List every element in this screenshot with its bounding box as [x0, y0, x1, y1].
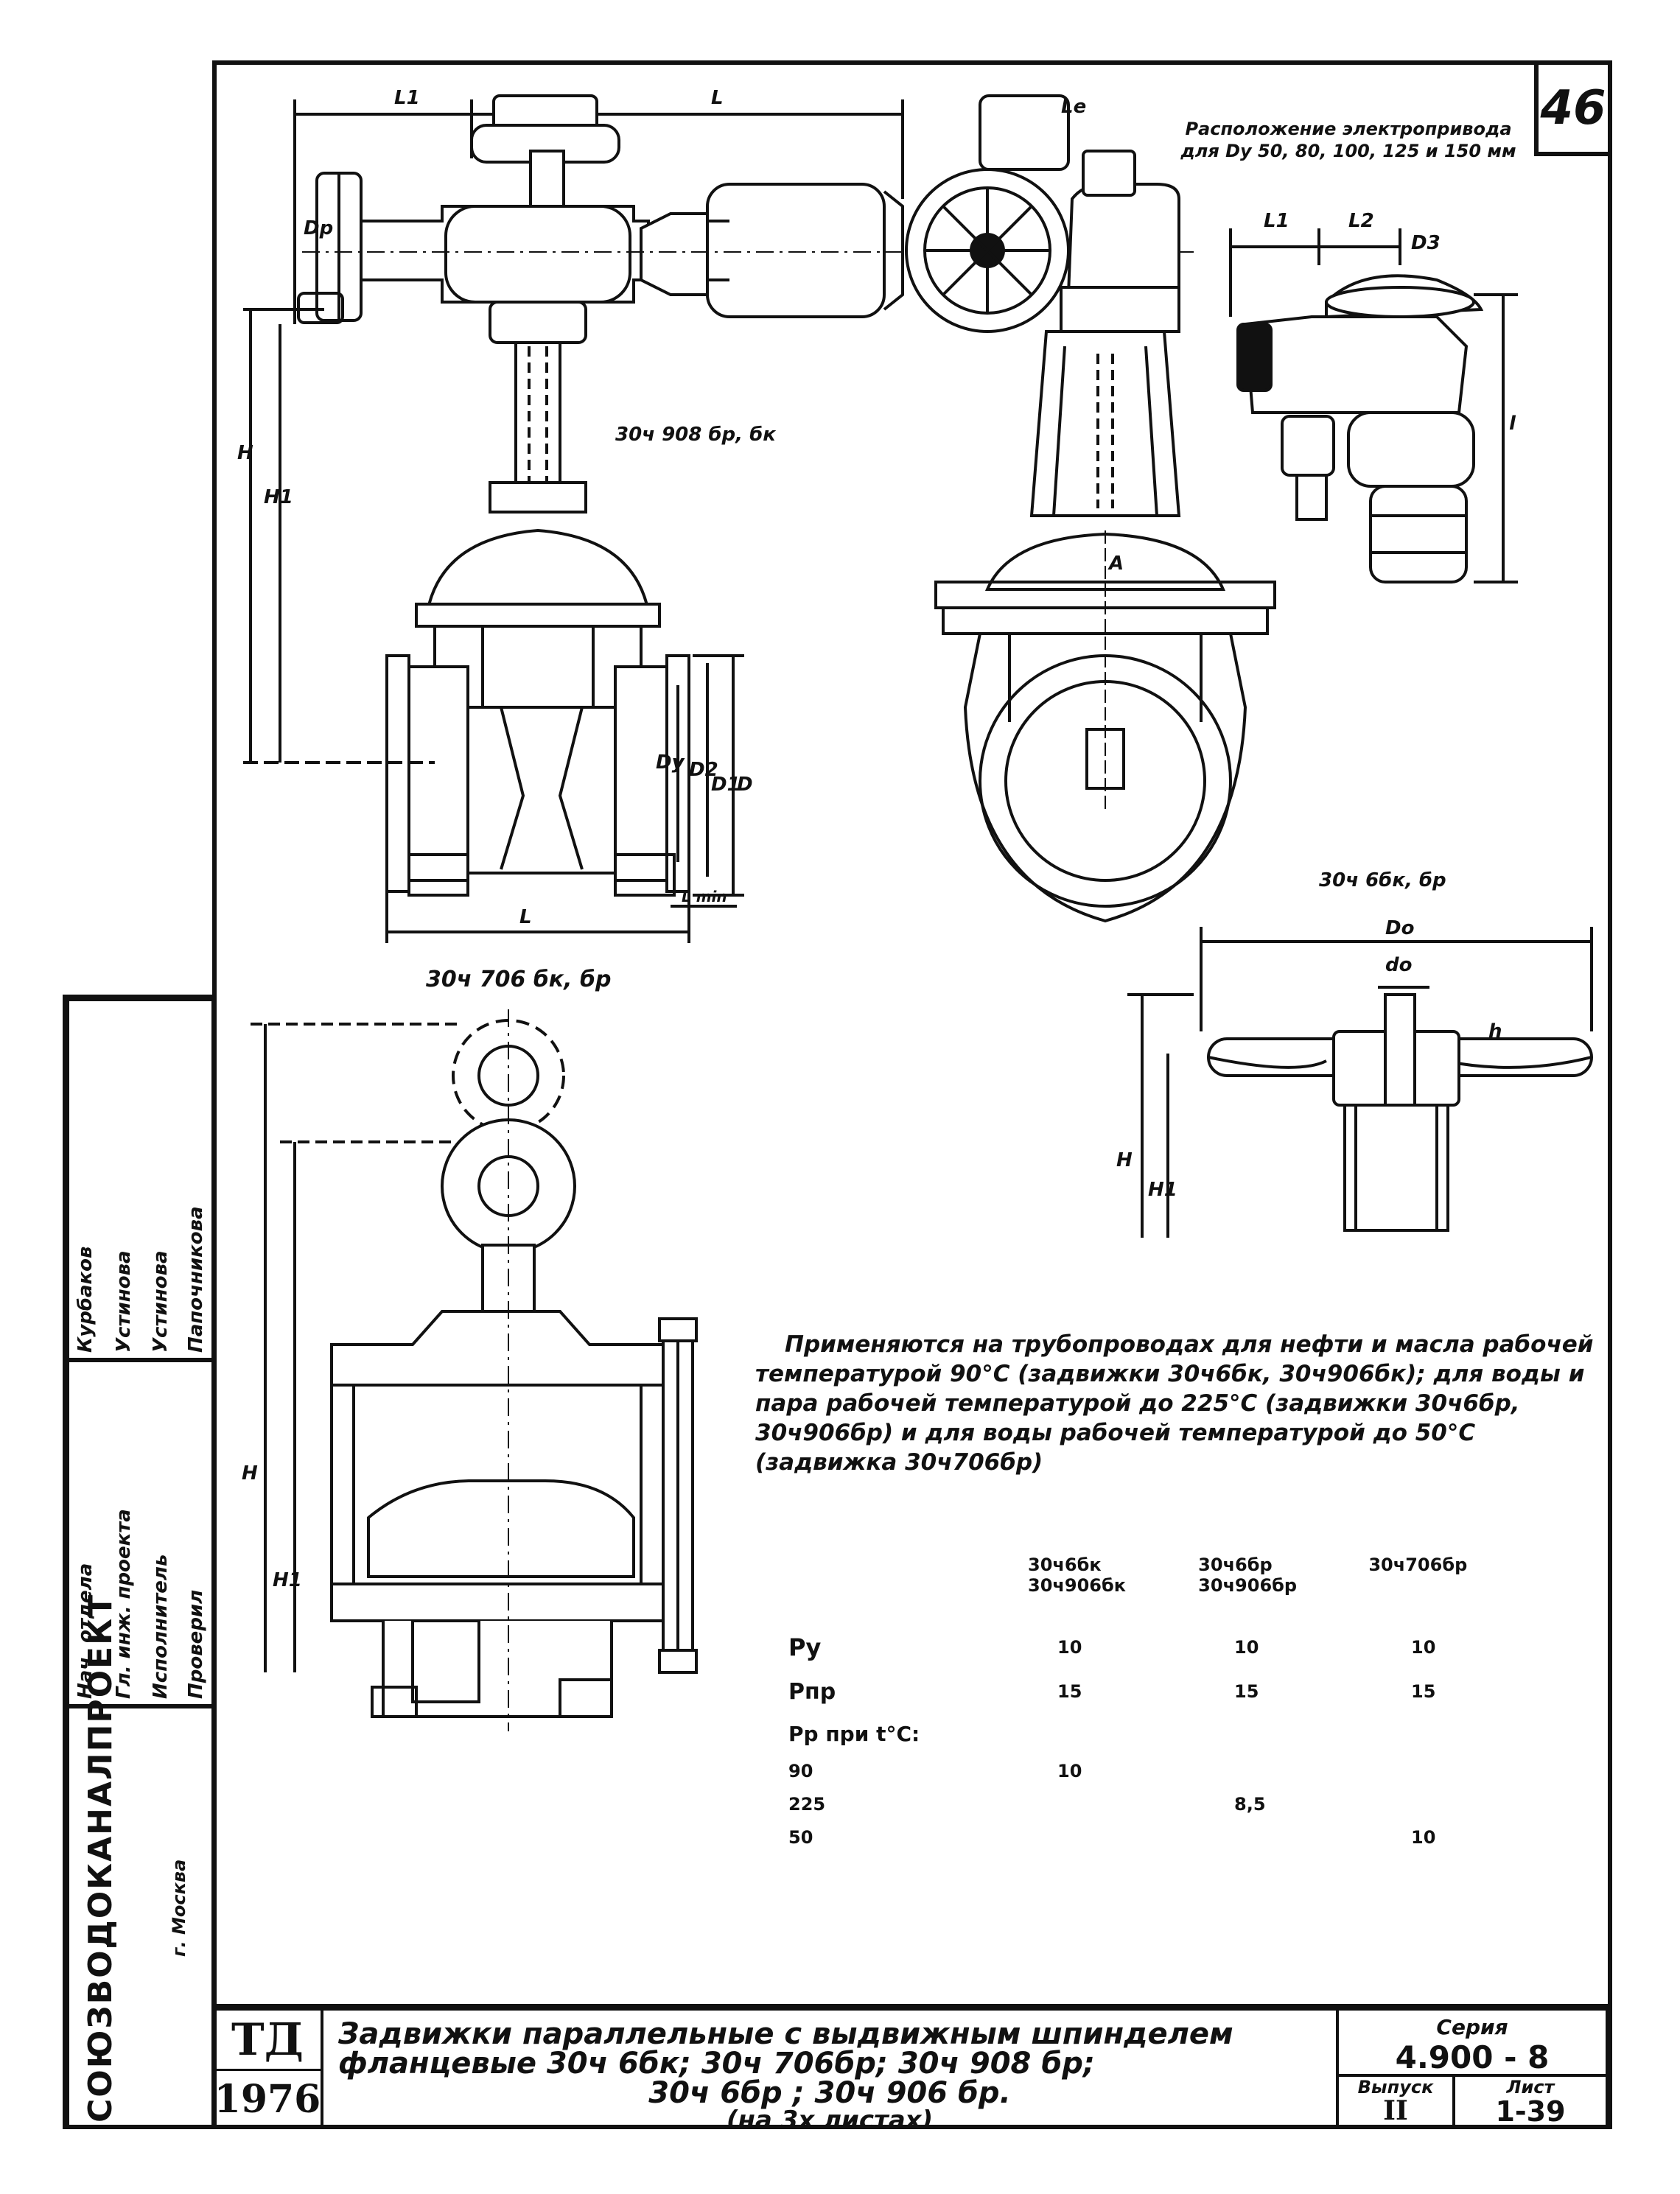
stamp-roles-column — [67, 999, 216, 1360]
year-text: 1976 — [214, 2076, 321, 2122]
table-header-cell: 30ч6бр 30ч906бр — [1198, 1555, 1298, 1596]
table-cell: 8,5 — [1234, 1793, 1266, 1815]
dim-L2-drive: L2 — [1348, 210, 1374, 232]
issue-value: II — [1383, 2095, 1408, 2126]
sheet-badge: 46 — [1534, 60, 1612, 156]
issue-label: Выпуск — [1357, 2077, 1434, 2097]
dim-L-top: L — [711, 87, 724, 109]
dim-h: h — [1488, 1020, 1502, 1042]
table-row: Pр при t°C: — [788, 1714, 1511, 1754]
dim-Dp: Dр — [304, 217, 334, 239]
title-block: ТД 1976 Задвижки параллельные с выдвижны… — [212, 2004, 1612, 2129]
stamp-names-column — [67, 1360, 216, 1706]
dim-Dy: Dу — [656, 751, 685, 774]
dim-L-bottom: L — [519, 906, 532, 928]
series-value: 4.900 - 8 — [1395, 2039, 1550, 2075]
dim-D: D — [737, 774, 753, 796]
stamp-name: Устинова — [150, 1250, 172, 1353]
series-cell: Серия 4.900 - 8 — [1337, 2008, 1608, 2076]
dim-Do: Do — [1385, 917, 1415, 939]
stamp-org-column — [67, 1706, 216, 2129]
table-row: 50 10 — [788, 1820, 1511, 1854]
side-model-label: 30ч 706 бк, бр — [426, 967, 612, 992]
table-row-label: Pр при t°C: — [788, 1722, 920, 1746]
table-row-label: Pу — [788, 1633, 822, 1661]
stamp-name: Курбаков — [74, 1246, 97, 1353]
dim-A: A — [1109, 553, 1124, 575]
table-cell: 10 — [1234, 1637, 1259, 1658]
stamp-city: г. Москва — [169, 1859, 189, 1957]
side-stamp: Курбаков Устинова Устинова Папочникова Н… — [63, 995, 216, 2129]
sheet-value: 1-39 — [1495, 2095, 1566, 2128]
stamp-role: Проверил — [185, 1589, 207, 1699]
table-cell: 15 — [1411, 1681, 1436, 1702]
sheet-cell: Лист 1-39 — [1453, 2075, 1608, 2129]
dim-do: do — [1385, 954, 1413, 976]
dim-L1-top: L1 — [394, 87, 420, 109]
year-cell: 1976 — [212, 2069, 323, 2129]
table-row-label: 90 — [788, 1760, 813, 1781]
title-line: 30ч 6бр ; 30ч 906 бр. — [648, 2076, 1011, 2110]
dim-l-drive: l — [1509, 413, 1516, 435]
sheet-badge-text: 46 — [1540, 81, 1606, 136]
dim-H1-706: H1 — [273, 1569, 302, 1591]
table-header-cell: 30ч706бр — [1368, 1555, 1468, 1575]
drive-caption-line2: для Dу 50, 80, 100, 125 и 150 мм — [1180, 141, 1516, 161]
stamp-org: СОЮЗВОДОКАНАЛПРОЕКТ — [82, 1593, 119, 2123]
table-row-label: 50 — [788, 1826, 813, 1848]
dim-L1-drive: L1 — [1264, 210, 1289, 232]
application-description: Применяются на трубопроводах для нефти и… — [755, 1331, 1594, 1476]
stamp-name: Устинова — [113, 1250, 135, 1353]
title-line: Задвижки параллельные с выдвижным шпинде… — [338, 2017, 1233, 2051]
stamp-role: Исполнитель — [150, 1554, 172, 1699]
dim-Lmin: L min — [682, 888, 727, 905]
dim-Le: Le — [1061, 96, 1087, 118]
td-text: ТД — [231, 2013, 304, 2066]
dim-H1-hw: H1 — [1148, 1179, 1177, 1201]
top-model-label: 30ч 908 бр, бк — [615, 424, 776, 446]
dim-H1-top: H1 — [264, 486, 293, 508]
title-line: фланцевые 30ч 6бк; 30ч 706бр; 30ч 908 бр… — [338, 2047, 1095, 2081]
td-cell: ТД — [212, 2008, 323, 2071]
drive-caption: Расположение электропривода для Dу 50, 8… — [1164, 118, 1533, 162]
title-cell: Задвижки параллельные с выдвижным шпинде… — [321, 2008, 1338, 2129]
issue-cell: Выпуск II — [1337, 2075, 1455, 2129]
series-label: Серия — [1436, 2015, 1508, 2039]
pressure-table-header: 30ч6бк 30ч906бк 30ч6бр 30ч906бр 30ч706бр — [1028, 1555, 1511, 1596]
sheet-label: Лист — [1506, 2077, 1555, 2097]
table-row-label: Pпр — [788, 1678, 836, 1705]
table-row-label: 225 — [788, 1793, 826, 1815]
table-row: Pу 10 10 10 — [788, 1625, 1511, 1669]
table-cell: 10 — [1057, 1760, 1082, 1781]
table-cell: 15 — [1234, 1681, 1259, 1702]
table-cell: 10 — [1411, 1826, 1436, 1848]
drive-caption-line1: Расположение электропривода — [1185, 119, 1512, 139]
dim-H-hw: H — [1116, 1149, 1133, 1171]
dim-D2: D2 — [689, 759, 718, 781]
dim-H-top: H — [237, 442, 253, 464]
dim-H-706: H — [242, 1462, 258, 1485]
handwheel-model-label: 30ч 6бк, бр — [1319, 869, 1446, 891]
table-row: Pпр 15 15 15 — [788, 1669, 1511, 1714]
table-cell: 10 — [1411, 1637, 1436, 1658]
dim-D3-drive: D3 — [1411, 232, 1441, 254]
title-line: (на 3х листах) — [726, 2106, 934, 2129]
pressure-table: 30ч6бк 30ч906бк 30ч6бр 30ч906бр 30ч706бр… — [788, 1555, 1511, 1854]
table-cell: 10 — [1057, 1637, 1082, 1658]
table-row: 225 8,5 — [788, 1787, 1511, 1820]
stamp-name: Папочникова — [185, 1206, 207, 1353]
table-cell: 15 — [1057, 1681, 1082, 1702]
dim-D1: D1 — [711, 774, 741, 796]
table-row: 90 10 — [788, 1754, 1511, 1787]
table-header-cell: 30ч6бк 30ч906бк — [1028, 1555, 1127, 1596]
